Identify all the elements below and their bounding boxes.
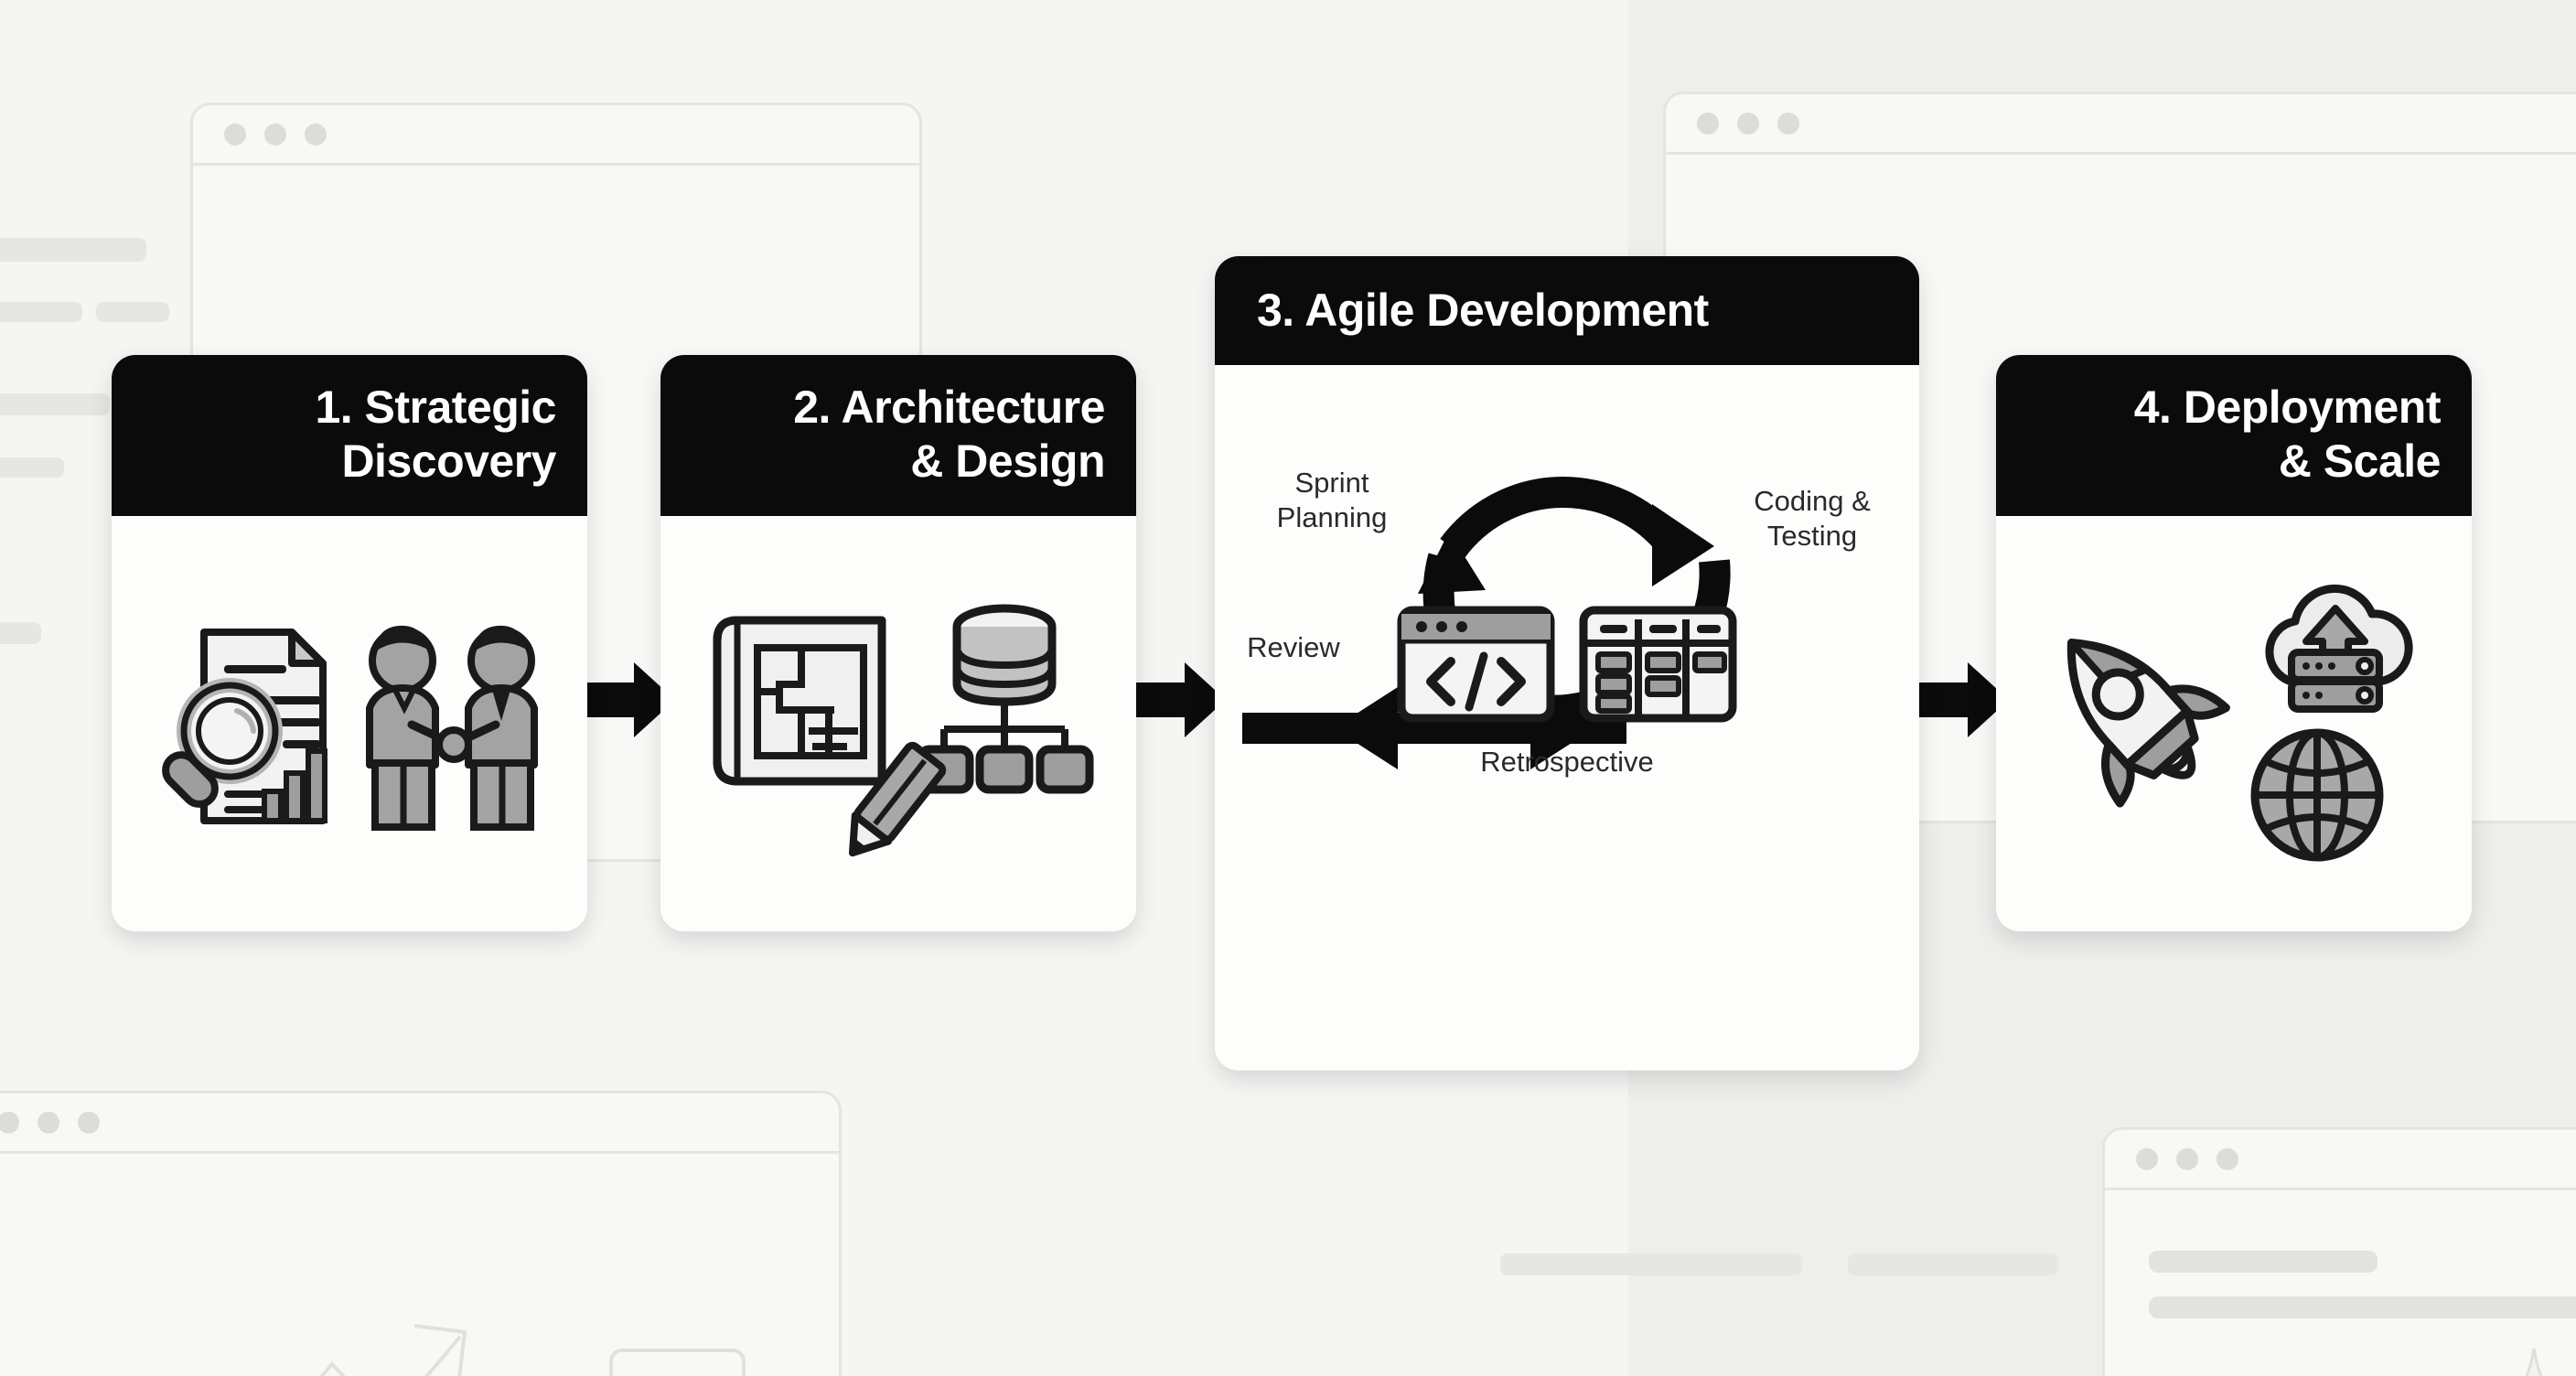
step-card-header: 3. Agile Development [1215, 256, 1919, 365]
connector-arrow-1-to-2 [584, 662, 675, 737]
cycle-label-sprint-planning: Sprint Planning [1276, 467, 1388, 533]
window-dot-maximize-icon [2216, 1147, 2238, 1170]
cycle-label-coding-testing: Coding & Testing [1754, 485, 1871, 552]
window-dot-maximize-icon [305, 123, 327, 145]
agile-cycle-diagram: Sprint Planning Coding & Testing Review … [1215, 365, 1919, 1070]
step-card-strategic-discovery[interactable]: 1. Strategic Discovery [112, 355, 587, 931]
decor-code-line [1848, 1253, 2058, 1275]
window-dot-close-icon [1697, 112, 1719, 134]
step-card-architecture-design[interactable]: 2. Architecture & Design [660, 355, 1136, 931]
ghost-body [2105, 1190, 2576, 1376]
decor-skeleton-bar [0, 238, 146, 262]
window-dot-close-icon [2136, 1147, 2158, 1170]
blueprint-icon [713, 616, 886, 786]
decor-skeleton-bar [0, 302, 82, 322]
decor-skeleton-bar [0, 393, 110, 415]
ghost-titlebar [2105, 1130, 2576, 1190]
decor-skeleton-bar [96, 302, 169, 322]
step-card-header: 4. Deployment & Scale [1996, 355, 2472, 516]
database-hierarchy-icon [916, 604, 1094, 794]
step-card-body: Sprint Planning Coding & Testing Review … [1215, 365, 1919, 1070]
decor-code-line [1500, 1253, 1802, 1275]
sparkle-icon [2525, 1348, 2543, 1376]
ghost-titlebar [193, 105, 919, 166]
pencil-icon [848, 741, 947, 857]
cloud-upload-icon [2265, 584, 2413, 713]
step-title-line1: 4. Deployment [2133, 382, 2442, 433]
ghost-body [0, 1154, 839, 1376]
cycle-label-retrospective: Retrospective [1480, 746, 1654, 778]
cycle-label-review: Review [1247, 631, 1340, 663]
step-card-body [1996, 516, 2472, 931]
window-dot-maximize-icon [1777, 112, 1799, 134]
window-dot-minimize-icon [1737, 112, 1759, 134]
decor-skeleton-bar [0, 457, 64, 478]
decor-content-bar [2149, 1251, 2377, 1273]
kanban-board-icon [1579, 606, 1737, 723]
step-card-header: 2. Architecture & Design [660, 355, 1136, 516]
step-title-line2: & Design [910, 435, 1105, 487]
window-dot-close-icon [0, 1111, 19, 1134]
step-card-body [660, 516, 1136, 931]
step-card-body [112, 516, 587, 931]
step-title-line2: & Scale [2278, 435, 2442, 487]
step-card-deployment-scale[interactable]: 4. Deployment & Scale [1996, 355, 2472, 931]
background-analytics-window [0, 1091, 842, 1376]
window-dot-minimize-icon [38, 1111, 59, 1134]
globe-icon [2250, 728, 2384, 862]
code-window-icon [1397, 606, 1555, 723]
decor-skeleton-bar [0, 622, 41, 644]
trend-up-icon [319, 1324, 746, 1376]
handshake-icon [366, 625, 538, 831]
step-title-line1: 3. Agile Development [1257, 285, 1709, 336]
ghost-titlebar [1666, 94, 2576, 155]
window-dot-minimize-icon [264, 123, 286, 145]
step-title-line1: 2. Architecture [793, 382, 1105, 433]
ghost-titlebar [0, 1093, 839, 1154]
window-dot-minimize-icon [2176, 1147, 2198, 1170]
background-content-window [2102, 1127, 2576, 1376]
document-search-icon [162, 628, 327, 824]
connector-arrow-3-to-4 [1917, 662, 2009, 737]
rocket-icon [2066, 638, 2230, 808]
window-dot-maximize-icon [78, 1111, 100, 1134]
window-dot-close-icon [224, 123, 246, 145]
step-card-header: 1. Strategic Discovery [112, 355, 587, 516]
decor-content-bar [2149, 1296, 2576, 1318]
step-card-agile-development[interactable]: 3. Agile Development [1215, 256, 1919, 1070]
connector-arrow-2-to-3 [1134, 662, 1226, 737]
step-title-line2: Discovery [341, 435, 556, 487]
cycle-center-icons [1396, 605, 1738, 724]
step-title-line1: 1. Strategic [315, 382, 556, 433]
